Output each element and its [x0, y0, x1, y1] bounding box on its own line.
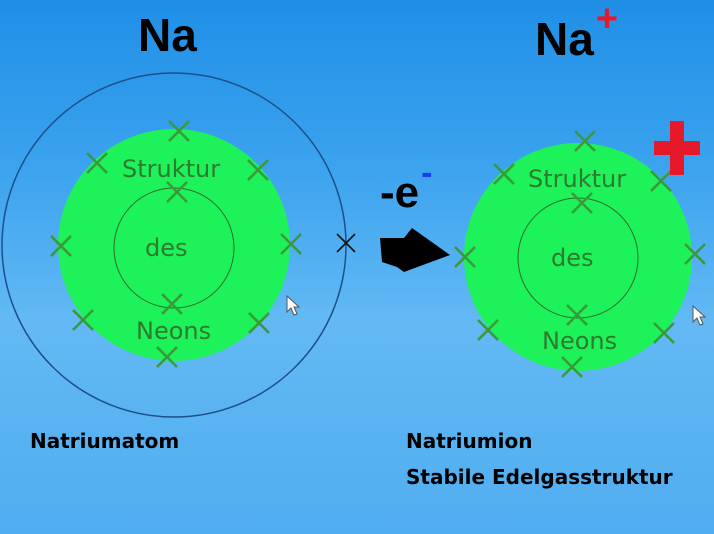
core-text-des: des — [145, 234, 188, 262]
electron-mark — [247, 159, 269, 181]
ion-neon-core-sphere — [464, 143, 692, 371]
electron-mark — [280, 233, 302, 255]
atom-caption: Natriumatom — [30, 429, 180, 453]
natrium-atom: Struktur des Neons — [1, 72, 347, 418]
electron-mark — [650, 170, 672, 192]
natrium-ion: Struktur des Neons — [464, 143, 692, 371]
ion-core-text-neons: Neons — [542, 327, 617, 355]
electron-mark — [156, 346, 178, 368]
electron-loss-label: -e- — [380, 154, 432, 218]
atom-electrons — [50, 120, 302, 368]
mouse-cursor-icon — [692, 304, 707, 326]
ion-symbol-text: Na — [535, 13, 594, 65]
electron-mark — [161, 293, 183, 315]
valence-electron — [336, 233, 356, 253]
electron-mark — [248, 312, 270, 334]
atom-symbol: Na — [138, 8, 197, 62]
ion-symbol: Na+ — [535, 0, 618, 66]
electron-mark — [566, 304, 588, 326]
electron-mark — [454, 246, 476, 268]
ion-electrons — [454, 130, 706, 378]
electron-mark — [166, 181, 188, 203]
electron-mark — [72, 309, 94, 331]
electron-mark — [684, 243, 706, 265]
electron-mark — [571, 192, 593, 214]
electron-charge-superscript: - — [421, 154, 433, 192]
ion-core-text-struktur: Struktur — [528, 165, 626, 193]
ion-charge-superscript: + — [595, 0, 619, 40]
electron-mark — [493, 163, 515, 185]
core-text-neons: Neons — [136, 317, 211, 345]
electron-mark — [561, 356, 583, 378]
electron-mark — [477, 319, 499, 341]
electron-mark — [653, 322, 675, 344]
neon-core-sphere — [58, 129, 290, 361]
reaction-arrow — [380, 228, 450, 272]
outer-shell — [1, 72, 347, 418]
atom-symbol-text: Na — [138, 9, 197, 61]
electron-mark — [168, 120, 190, 142]
positive-charge-icon — [654, 121, 700, 175]
electron-loss-text: -e — [380, 168, 420, 217]
ion-subcaption: Stabile Edelgasstruktur — [406, 465, 673, 489]
electron-mark — [86, 152, 108, 174]
ion-core-text-des: des — [551, 244, 594, 272]
mouse-cursor-icon — [286, 294, 301, 316]
electron-mark — [574, 130, 596, 152]
ion-caption: Natriumion — [406, 429, 533, 453]
core-text-struktur: Struktur — [122, 155, 220, 183]
electron-mark — [50, 235, 72, 257]
